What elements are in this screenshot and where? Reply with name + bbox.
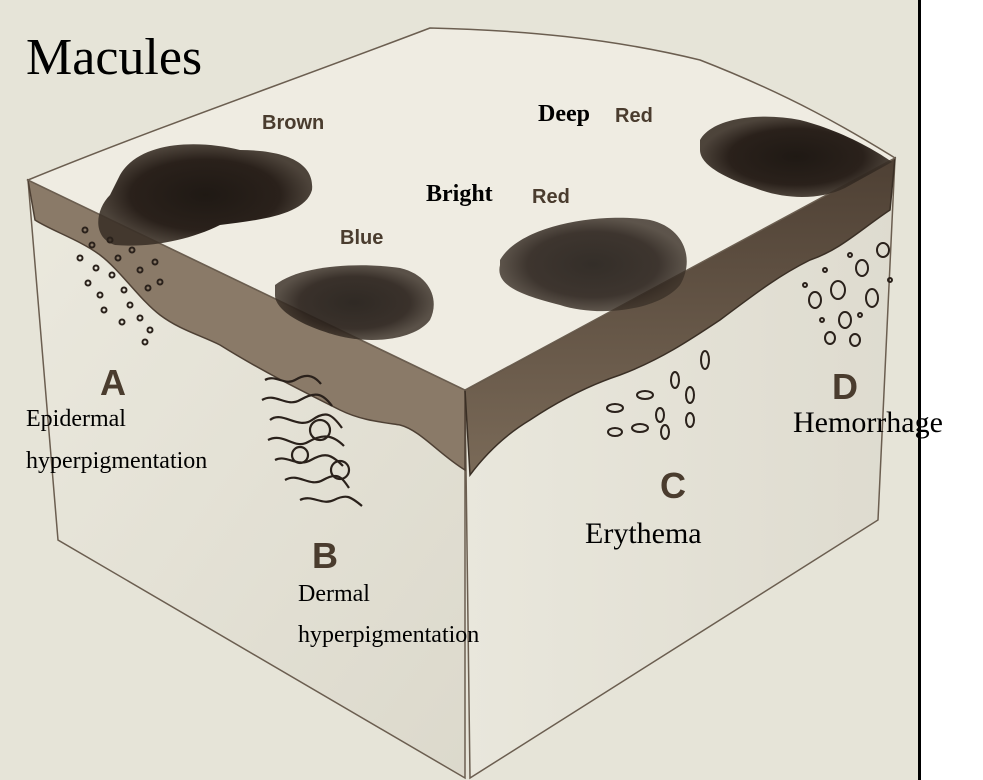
letter-b: B bbox=[312, 535, 338, 577]
caption-d: Hemorrhage bbox=[793, 408, 943, 437]
label-deep: Deep bbox=[538, 101, 590, 128]
letter-d: D bbox=[832, 366, 858, 408]
label-bright: Bright bbox=[426, 181, 493, 208]
letter-c: C bbox=[660, 465, 686, 507]
caption-a-line1: Epidermal bbox=[26, 405, 126, 434]
slide-title: Macules bbox=[26, 28, 202, 87]
label-brown: Brown bbox=[262, 112, 324, 135]
label-blue: Blue bbox=[340, 227, 383, 250]
label-bright-red: Red bbox=[532, 186, 570, 209]
letter-a: A bbox=[100, 362, 126, 404]
label-deep-red: Red bbox=[615, 105, 653, 128]
caption-a-line2: hyperpigmentation bbox=[26, 447, 207, 476]
caption-c: Erythema bbox=[585, 519, 702, 548]
caption-b-line2: hyperpigmentation bbox=[298, 621, 479, 650]
caption-b-line1: Dermal bbox=[298, 580, 370, 609]
